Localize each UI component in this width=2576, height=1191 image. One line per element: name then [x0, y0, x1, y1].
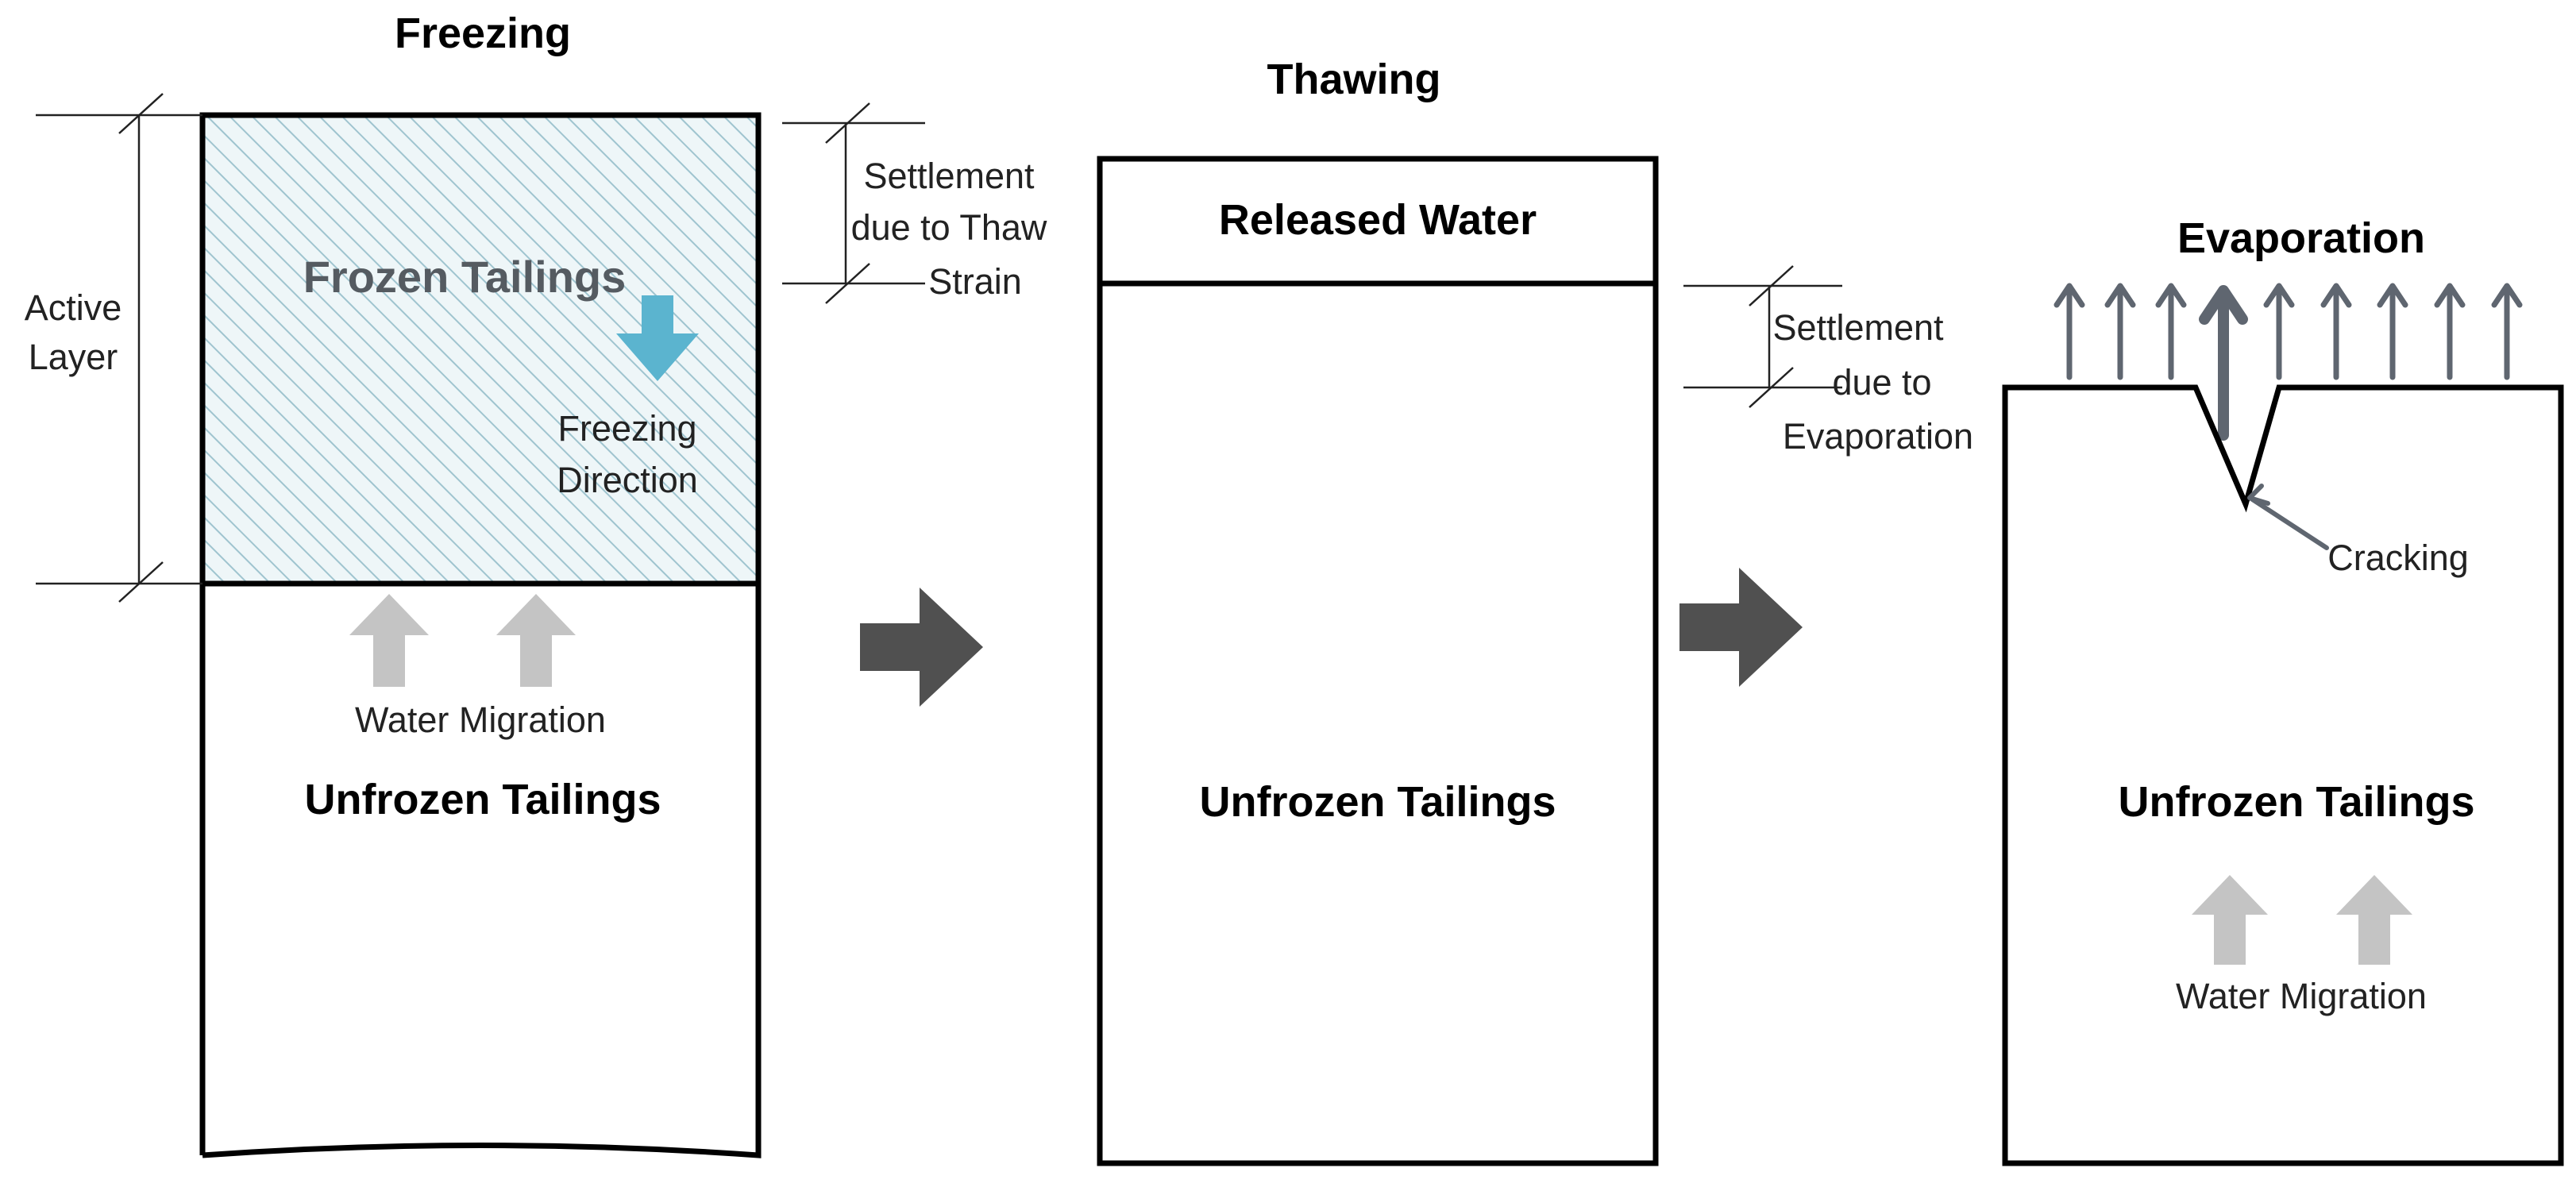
settlement-thaw-dimension: Settlement due to Thaw Strain: [782, 102, 1047, 304]
frozen-tailings-label: Frozen Tailings: [303, 252, 627, 302]
cracking-pointer-icon: [2247, 484, 2329, 550]
settlement-thaw-tick-bottom: [825, 263, 870, 304]
evaporation-arrow-icon: [2434, 283, 2466, 380]
thawing-column-outline: [1097, 156, 1659, 1166]
evaporation-arrow-icon: [2199, 285, 2248, 441]
freezing-direction-line-1: Freezing: [557, 408, 696, 449]
settlement-thaw-line-1: Settlement: [863, 156, 1035, 196]
evaporation-column-outline: [2002, 384, 2564, 1166]
water-migration-arrow-icon: [496, 594, 576, 687]
settlement-thaw-line-2: due to Thaw: [851, 207, 1047, 248]
settlement-thaw-tick-top: [825, 102, 870, 144]
thawing-panel: Thawing Released Water Unfrozen Tailings: [1097, 56, 1659, 1166]
freezing-panel: Freezing Frozen Tailings Freezing Direct…: [25, 10, 762, 1158]
water-migration-arrow-icon: [2192, 875, 2268, 965]
settlement-evap-line-1: Settlement: [1772, 307, 1944, 348]
active-layer-line-2: Layer: [29, 337, 118, 377]
active-layer-line-1: Active: [25, 287, 122, 328]
evaporation-arrow-icon: [2155, 283, 2187, 380]
evaporation-arrow-icon: [2320, 283, 2352, 380]
settlement-evap-line-2: due to: [1832, 362, 1931, 403]
settlement-evap-tick-top: [1749, 265, 1794, 306]
water-migration-arrow-icon: [349, 594, 429, 687]
cracking-label: Cracking: [2327, 538, 2469, 578]
evaporation-arrow-icon: [2377, 283, 2408, 380]
evaporation-arrow-icon: [2263, 283, 2295, 380]
active-layer-tick-top: [118, 93, 164, 134]
settlement-evap-line-3: Evaporation: [1783, 416, 1973, 457]
water-migration-label: Water Migration: [355, 700, 606, 740]
evaporation-arrow-icon: [2491, 283, 2523, 380]
active-layer-tick-bottom: [118, 561, 164, 603]
released-water-label: Released Water: [1219, 196, 1537, 244]
freezing-column-outline: [199, 112, 762, 1158]
settlement-evap-tick-bottom: [1749, 367, 1794, 408]
water-migration-arrow-icon: [2336, 875, 2412, 965]
freezing-title: Freezing: [395, 10, 571, 57]
right-block-arrow-icon: [860, 588, 983, 707]
water-migration-label: Water Migration: [2176, 976, 2427, 1016]
unfrozen-tailings-label: Unfrozen Tailings: [304, 776, 661, 823]
settlement-evap-dimension: Settlement due to Evaporation: [1683, 265, 1973, 457]
evaporation-title: Evaporation: [2177, 214, 2425, 262]
unfrozen-tailings-label: Unfrozen Tailings: [2118, 778, 2474, 826]
right-block-arrow-icon: [1679, 568, 1803, 687]
freezing-direction-line-2: Direction: [557, 460, 698, 500]
evaporation-arrow-icon: [2104, 283, 2136, 380]
unfrozen-tailings-label: Unfrozen Tailings: [1199, 778, 1556, 826]
evaporation-arrow-icon: [2053, 283, 2085, 380]
settlement-thaw-line-3: Strain: [928, 261, 1022, 302]
thawing-title: Thawing: [1267, 56, 1441, 103]
evaporation-panel: Evaporation Cracking Unfrozen Tailings W…: [2002, 214, 2564, 1166]
freezing-direction-arrow-icon: [616, 295, 699, 381]
